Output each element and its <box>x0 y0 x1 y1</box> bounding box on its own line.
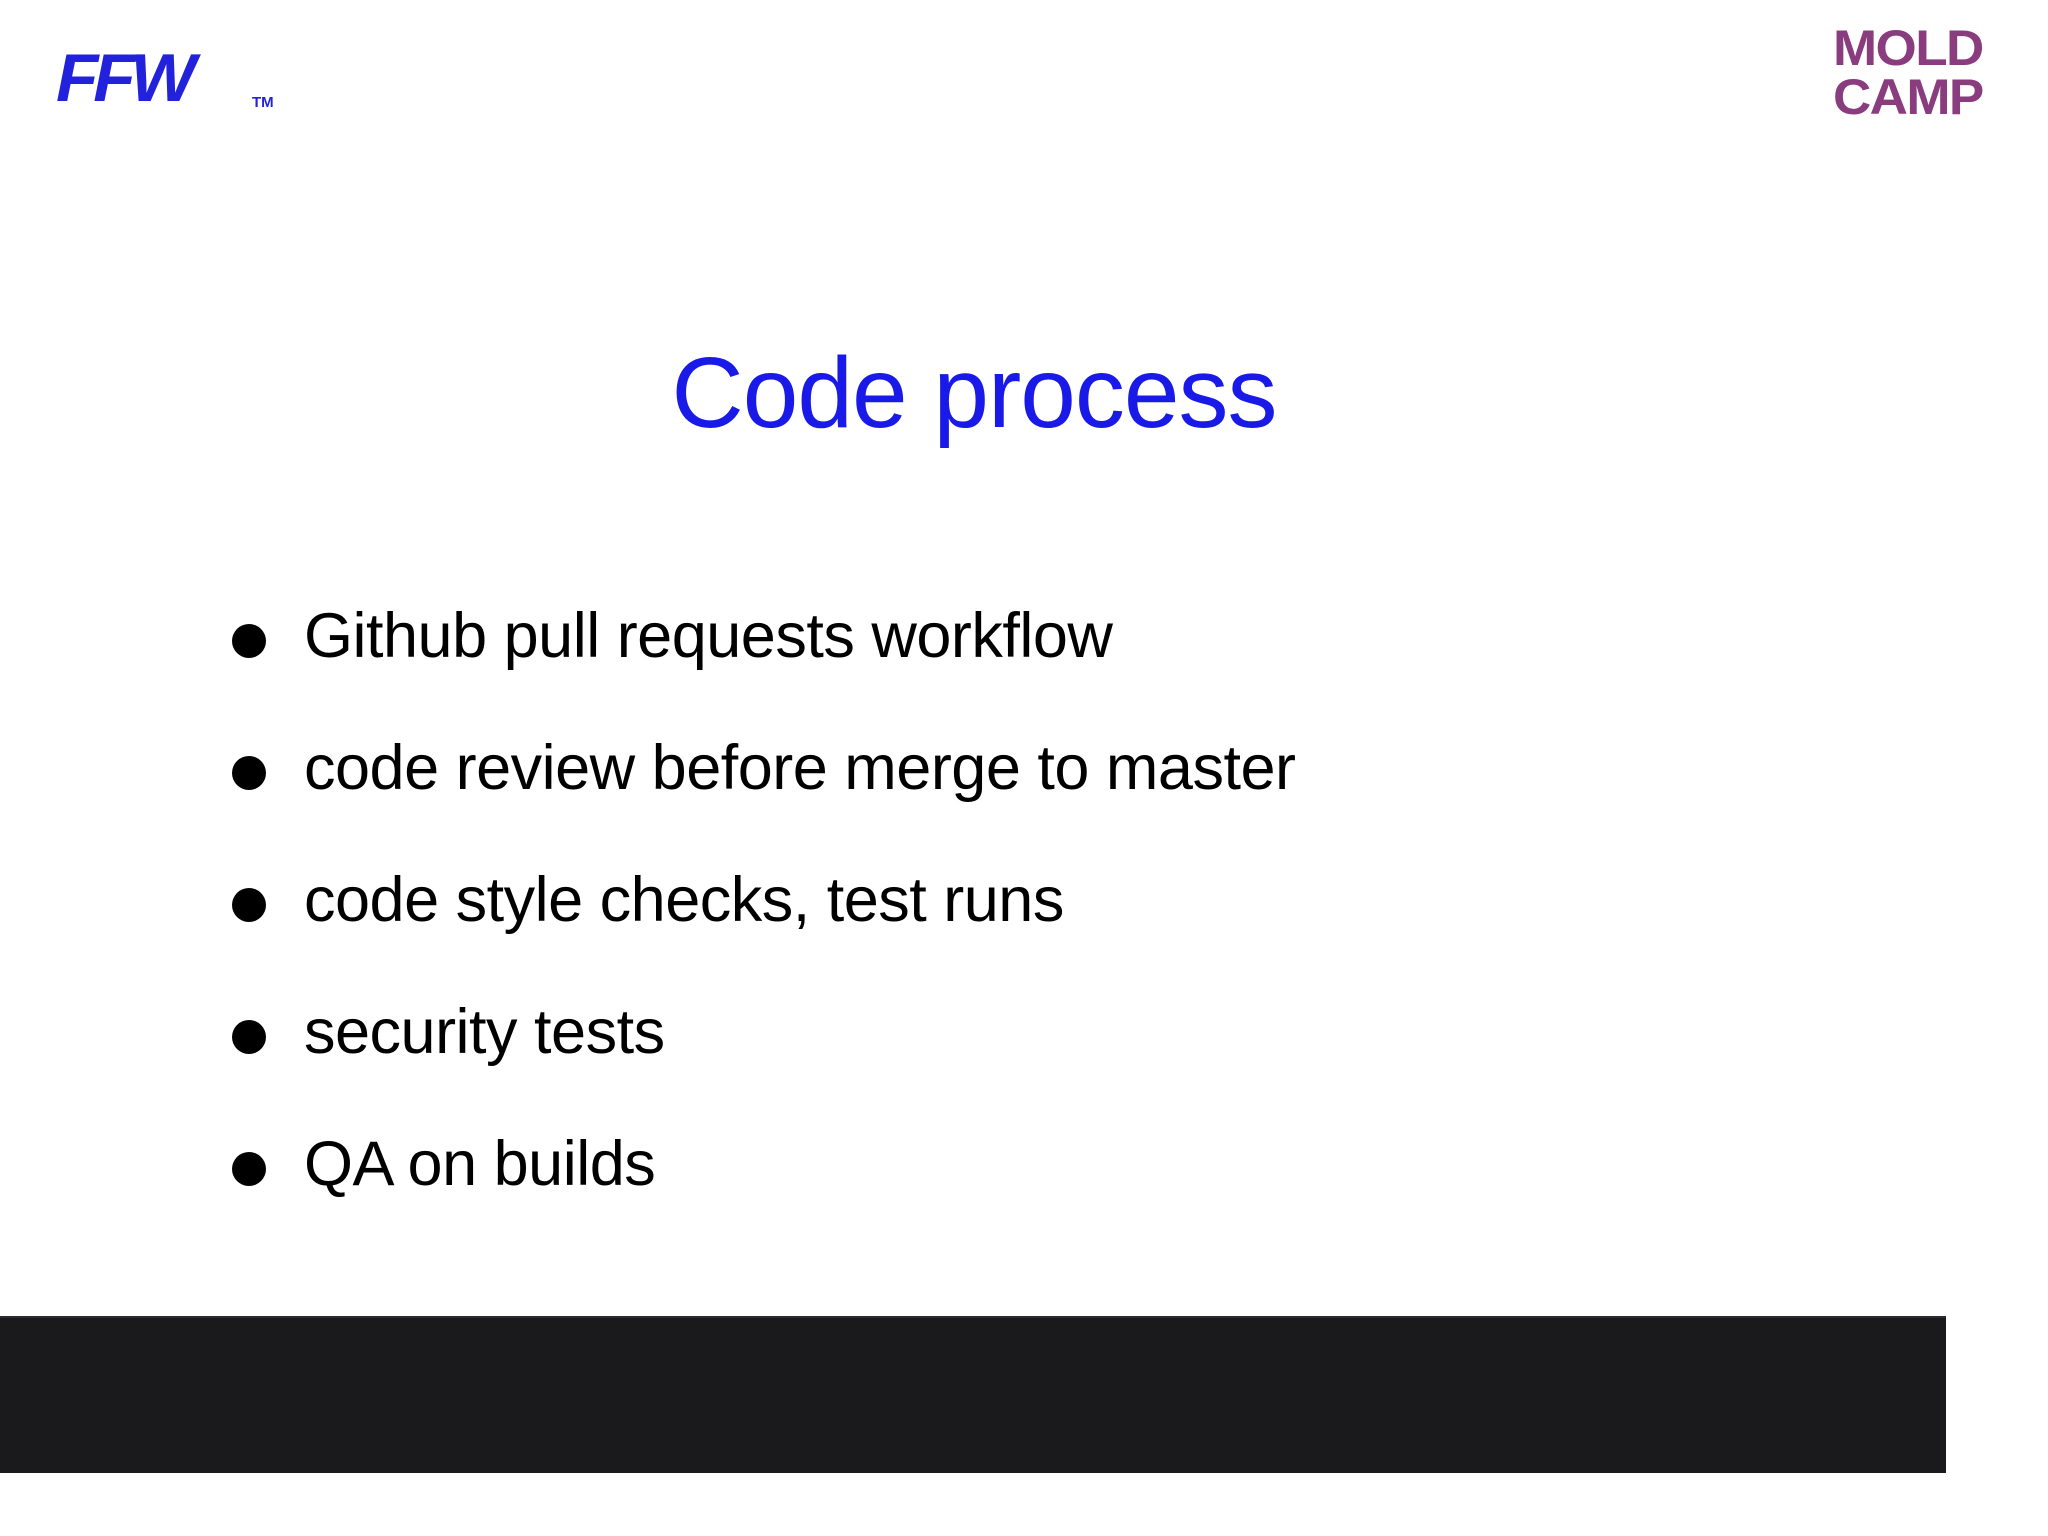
bullet-item-label: security tests <box>304 997 665 1067</box>
bullet-item-label: Github pull requests workflow <box>304 601 1113 671</box>
slide-title: Code process <box>0 338 2048 448</box>
bullet-item-label: QA on builds <box>304 1129 656 1199</box>
bullet-dot-icon <box>232 888 266 922</box>
list-item: QA on builds <box>232 1128 1832 1260</box>
bullet-list: Github pull requests workflow code revie… <box>232 600 1832 1260</box>
moldcamp-line-mold: MOLD <box>1833 20 1984 76</box>
list-item: security tests <box>232 996 1832 1128</box>
bullet-item-label: code review before merge to master <box>304 733 1296 803</box>
bullet-dot-icon <box>232 1152 266 1186</box>
ffw-logo: FFW TM <box>56 44 296 116</box>
bullet-item-label: code style checks, test runs <box>304 865 1064 935</box>
bullet-dot-icon <box>232 1020 266 1054</box>
moldcamp-line-camp: CAMP <box>1833 69 1984 125</box>
footer-bar <box>0 1316 1946 1473</box>
list-item: code style checks, test runs <box>232 864 1832 996</box>
list-item: code review before merge to master <box>232 732 1832 864</box>
ffw-wordmark: FFW <box>56 40 196 116</box>
bullet-dot-icon <box>232 624 266 658</box>
moldcamp-logo: MOLD CAMP <box>1833 23 2018 122</box>
ffw-trademark-icon: TM <box>252 94 274 111</box>
list-item: Github pull requests workflow <box>232 600 1832 732</box>
slide-title-text: Code process <box>671 337 1278 449</box>
bullet-dot-icon <box>232 756 266 790</box>
